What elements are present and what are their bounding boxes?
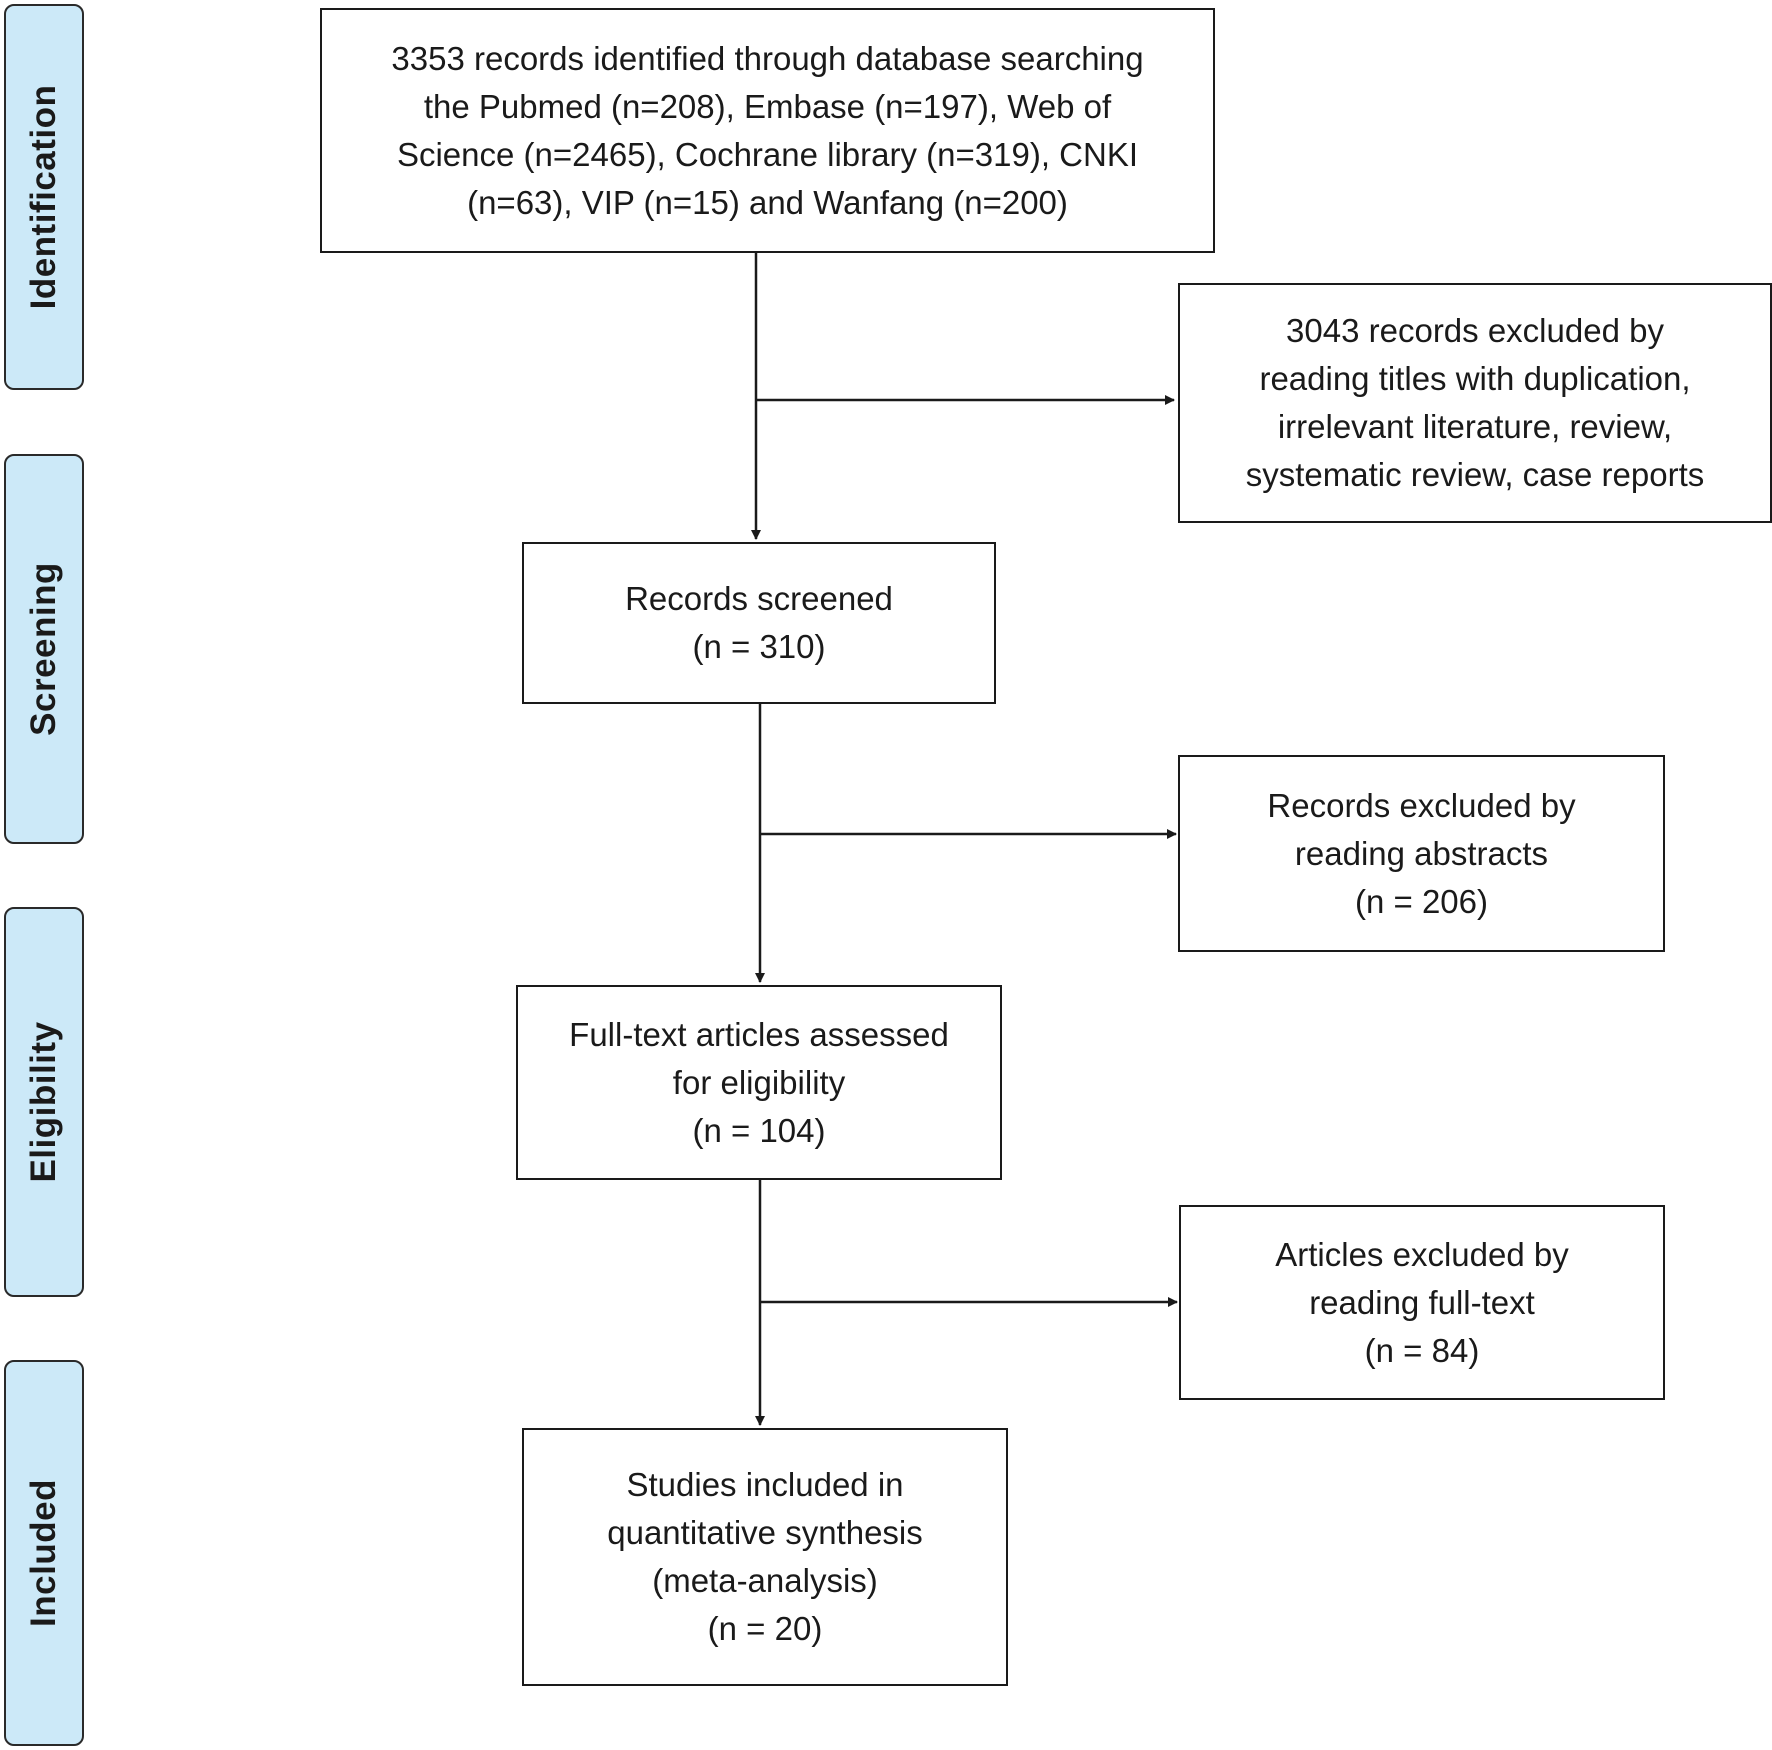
excluded-titles-line: irrelevant literature, review, bbox=[1277, 408, 1673, 445]
stage-screening: Screening bbox=[4, 454, 84, 844]
excluded-abstracts-line: (n = 206) bbox=[1355, 882, 1488, 920]
identified-line: 3353 records identified through database… bbox=[391, 39, 1144, 77]
stage-included: Included bbox=[4, 1360, 84, 1746]
stage-identification: Identification bbox=[4, 4, 84, 390]
included-line: (meta-analysis) bbox=[652, 1562, 878, 1599]
identified-line: the Pubmed (n=208), Embase (n=197), Web … bbox=[423, 87, 1112, 125]
eligibility-line: Full-text articles assessed bbox=[569, 1015, 949, 1053]
screened-line: Records screened bbox=[625, 580, 893, 617]
eligibility-line: for eligibility bbox=[672, 1063, 846, 1101]
identified-line: Science (n=2465), Cochrane library (n=31… bbox=[396, 135, 1139, 173]
excluded-titles-line: systematic review, case reports bbox=[1245, 456, 1705, 493]
included-line: (n = 20) bbox=[707, 1610, 823, 1647]
stage-eligibility: Eligibility bbox=[4, 907, 84, 1297]
records-screened-box: Records screened (n = 310) bbox=[522, 542, 996, 704]
excluded-abstracts-line: Records excluded by bbox=[1267, 786, 1576, 824]
studies-included-box: Studies included in quantitative synthes… bbox=[522, 1428, 1008, 1686]
excluded-titles-line: reading titles with duplication, bbox=[1259, 360, 1691, 397]
included-line: Studies included in bbox=[626, 1466, 904, 1503]
screened-line: (n = 310) bbox=[692, 628, 826, 665]
eligibility-line: (n = 104) bbox=[692, 1111, 826, 1149]
excluded-fulltext-line: Articles excluded by bbox=[1275, 1235, 1569, 1273]
excluded-fulltext-box: Articles excluded by reading full-text (… bbox=[1179, 1205, 1665, 1400]
eligibility-box: Full-text articles assessed for eligibil… bbox=[516, 985, 1002, 1180]
excluded-fulltext-line: (n = 84) bbox=[1364, 1331, 1480, 1369]
excluded-abstracts-box: Records excluded by reading abstracts (n… bbox=[1178, 755, 1665, 952]
excluded-titles-box: 3043 records excluded by reading titles … bbox=[1178, 283, 1772, 523]
excluded-abstracts-line: reading abstracts bbox=[1294, 834, 1549, 872]
identified-line: (n=63), VIP (n=15) and Wanfang (n=200) bbox=[467, 183, 1068, 221]
included-line: quantitative synthesis bbox=[607, 1514, 923, 1551]
excluded-fulltext-line: reading full-text bbox=[1309, 1283, 1535, 1321]
excluded-titles-line: 3043 records excluded by bbox=[1286, 312, 1664, 349]
identified-records-box: 3353 records identified through database… bbox=[320, 8, 1215, 253]
